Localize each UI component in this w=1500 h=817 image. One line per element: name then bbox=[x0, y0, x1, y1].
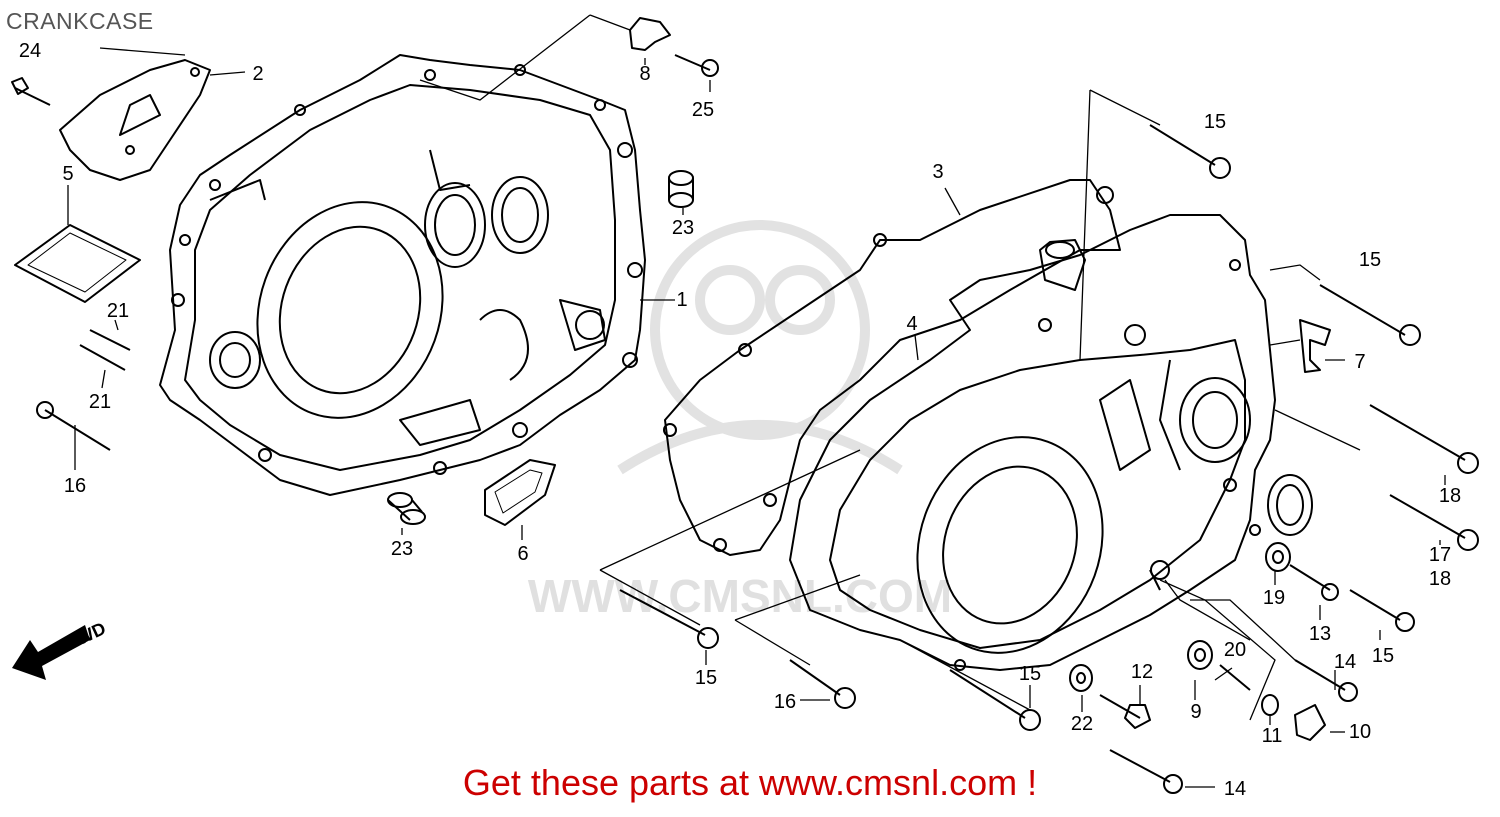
callout-12: 12 bbox=[1131, 661, 1153, 683]
callout-2: 2 bbox=[252, 63, 263, 85]
callout-22: 22 bbox=[1071, 713, 1093, 735]
callout-13: 13 bbox=[1309, 623, 1331, 645]
callout-17: 17 bbox=[1429, 544, 1451, 566]
callout-4: 4 bbox=[906, 313, 917, 335]
callout-18: 18 bbox=[1439, 485, 1461, 507]
callout-18: 18 bbox=[1429, 568, 1451, 590]
callout-6: 6 bbox=[517, 543, 528, 565]
callout-24: 24 bbox=[19, 40, 41, 62]
crankcase-gasket bbox=[663, 179, 1121, 556]
right-crankcase bbox=[789, 214, 1313, 671]
callout-25: 25 bbox=[692, 99, 714, 121]
fwd-arrow-icon bbox=[12, 625, 90, 680]
promo-link[interactable]: Get these parts at www.cmsnl.com ! bbox=[462, 762, 1038, 803]
callout-14: 14 bbox=[1334, 651, 1356, 673]
callout-10: 10 bbox=[1349, 721, 1371, 743]
callout-8: 8 bbox=[639, 63, 650, 85]
callout-20: 20 bbox=[1224, 639, 1246, 661]
callout-16: 16 bbox=[774, 691, 796, 713]
left-crankcase bbox=[159, 54, 646, 496]
callout-19: 19 bbox=[1263, 587, 1285, 609]
callout-21: 21 bbox=[89, 391, 111, 413]
callout-16: 16 bbox=[64, 475, 86, 497]
callout-15: 15 bbox=[695, 667, 717, 689]
watermark-text: WWW.CMSNL.COM bbox=[528, 570, 952, 622]
callout-5: 5 bbox=[62, 163, 73, 185]
callout-11: 11 bbox=[1262, 725, 1283, 747]
leader-lines bbox=[67, 14, 1446, 788]
callout-15: 15 bbox=[1372, 645, 1394, 667]
callout-15: 15 bbox=[1019, 663, 1041, 685]
callout-3: 3 bbox=[932, 161, 943, 183]
page-title: CRANKCASE bbox=[6, 8, 154, 34]
callout-23: 23 bbox=[391, 538, 413, 560]
small-parts bbox=[11, 17, 1479, 794]
callout-7: 7 bbox=[1354, 351, 1365, 373]
callout-23: 23 bbox=[672, 217, 694, 239]
callout-9: 9 bbox=[1190, 701, 1201, 723]
watermark bbox=[617, 220, 903, 475]
callout-15: 15 bbox=[1359, 249, 1381, 271]
callout-14: 14 bbox=[1224, 778, 1246, 800]
callout-21: 21 bbox=[107, 300, 129, 322]
fwd-label: FWD bbox=[63, 618, 109, 653]
callout-15: 15 bbox=[1204, 111, 1226, 133]
callout-1: 1 bbox=[676, 289, 687, 311]
